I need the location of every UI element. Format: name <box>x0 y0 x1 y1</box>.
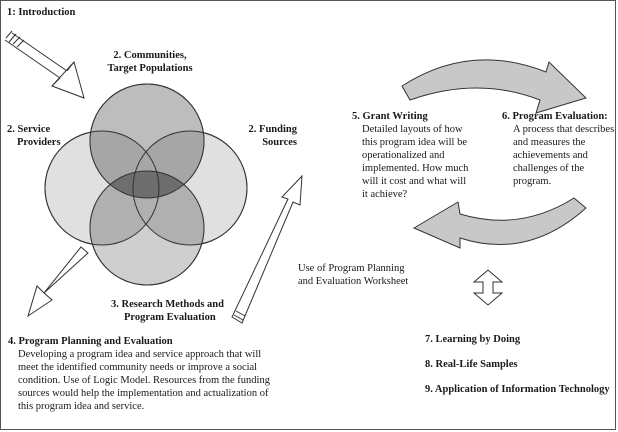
information-technology-label: 9. Application of Information Technology <box>425 384 610 395</box>
communities-label: 2. Communities, Target Populations <box>95 49 205 75</box>
program-planning-line3: condition. Use of Logic Model. Resources… <box>18 375 270 386</box>
research-methods-label: 3. Research Methods and Program Evaluati… <box>111 298 224 324</box>
program-evaluation-line2: and measures the <box>513 137 586 148</box>
funding-sources-label: 2. Funding Sources <box>232 123 297 149</box>
funding-sources-label-line1: 2. Funding <box>248 124 297 135</box>
program-evaluation-title: 6. Program Evaluation: <box>502 111 608 122</box>
worksheet-label-line2: and Evaluation Worksheet <box>298 276 409 287</box>
program-planning-line4: sources would help the implementation an… <box>18 388 269 399</box>
learning-by-doing-label: 7. Learning by Doing <box>425 334 521 345</box>
grant-writing-line2: this program idea will be <box>362 137 467 148</box>
program-evaluation-line4: challenges of the <box>513 163 585 174</box>
program-evaluation-line3: achievements and <box>513 150 588 161</box>
cycle-arrow-top-icon <box>401 59 587 114</box>
cycle-arrow-bottom-icon <box>412 197 587 249</box>
grant-writing-line3: operationalized and <box>362 150 445 161</box>
grant-writing-line1: Detailed layouts of how <box>362 124 463 135</box>
grant-writing-line6: it achieve? <box>362 189 408 200</box>
communities-label-line2: Target Populations <box>107 63 193 74</box>
program-planning-title: 4. Program Planning and Evaluation <box>8 336 173 347</box>
intro-arrow-icon <box>4 30 85 99</box>
venn-center-overlap <box>90 171 204 198</box>
service-providers-label-line1: 2. Service <box>7 124 51 135</box>
research-methods-label-line1: 3. Research Methods and <box>111 299 224 310</box>
research-methods-label-line2: Program Evaluation <box>124 312 216 323</box>
worksheet-label-line1: Use of Program Planning <box>298 263 405 274</box>
funding-sources-label-line2: Sources <box>262 137 297 148</box>
grant-writing-title: 5. Grant Writing <box>352 111 428 122</box>
program-planning-line5: this program idea and service. <box>18 401 145 412</box>
program-planning-line2: meet the identified community needs or i… <box>18 362 258 373</box>
program-evaluation-block: 6. Program Evaluation: A process that de… <box>502 110 614 188</box>
worksheet-arrow-icon <box>231 174 303 324</box>
program-evaluation-line5: program. <box>513 176 552 187</box>
grant-writing-line4: implemented. How much <box>362 163 469 174</box>
grant-writing-block: 5. Grant Writing Detailed layouts of how… <box>352 110 468 201</box>
real-life-samples-label: 8. Real-Life Samples <box>425 359 518 370</box>
service-providers-label-line2: Providers <box>17 137 61 148</box>
program-planning-line1: Developing a program idea and service ap… <box>18 349 262 360</box>
communities-label-line1: 2. Communities, <box>113 50 187 61</box>
worksheet-label: Use of Program Planning and Evaluation W… <box>298 262 408 288</box>
service-providers-label: 2. Service Providers <box>7 123 61 149</box>
introduction-label: 1: Introduction <box>7 7 76 18</box>
program-evaluation-line1: A process that describes <box>513 124 615 135</box>
program-planning-block: 4. Program Planning and Evaluation Devel… <box>8 335 270 413</box>
double-arrow-icon <box>472 269 504 306</box>
grant-writing-line5: will it cost and what will <box>362 176 467 187</box>
planning-arrow-icon <box>27 246 89 318</box>
venn-diagram <box>44 83 248 286</box>
